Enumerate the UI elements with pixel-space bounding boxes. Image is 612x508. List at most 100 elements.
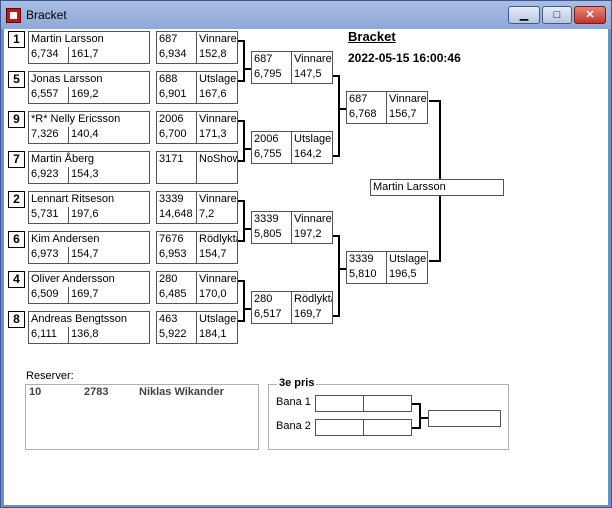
round2-id-field[interactable]: 280 — [251, 291, 292, 308]
player-stat2-field[interactable]: 169,2 — [68, 87, 150, 104]
round3-stat1-field[interactable]: 6,768 — [346, 107, 387, 124]
player-stat2-field[interactable]: 136,8 — [68, 327, 150, 344]
round2-stat1-field[interactable]: 6,795 — [251, 67, 292, 84]
round3-result-field[interactable]: Utslagen — [386, 251, 428, 268]
round1-result-field[interactable]: Vinnare — [196, 271, 238, 288]
player-stat1-field[interactable]: 6,734 — [28, 47, 69, 64]
player-stat2-field[interactable]: 140,4 — [68, 127, 150, 144]
round1-stat1-field[interactable]: 6,953 — [156, 247, 197, 264]
round3-stat1-field[interactable]: 5,810 — [346, 267, 387, 284]
round1-id-field[interactable]: 7676 — [156, 231, 197, 248]
round2-id-field[interactable]: 2006 — [251, 131, 292, 148]
round1-stat2-field[interactable]: 184,1 — [196, 327, 238, 344]
round1-stat2-field[interactable]: 152,8 — [196, 47, 238, 64]
round1-id-field[interactable]: 2006 — [156, 111, 197, 128]
round1-id-field[interactable]: 280 — [156, 271, 197, 288]
round1-result-field[interactable]: Vinnare — [196, 31, 238, 48]
connector-r1-r2 — [238, 40, 251, 82]
player-name-field[interactable]: Andreas Bengtsson — [28, 311, 150, 328]
maximize-button[interactable]: □ — [542, 6, 572, 24]
round3-id-field[interactable]: 687 — [346, 91, 387, 108]
round2-stat2-field[interactable]: 197,2 — [291, 227, 333, 244]
round1-stat1-field[interactable] — [156, 167, 197, 184]
round2-result-field[interactable]: Vinnare — [291, 51, 333, 68]
round1-stat1-field[interactable]: 14,648 — [156, 207, 197, 224]
round2-result-field[interactable]: Vinnare — [291, 211, 333, 228]
round1-stat2-field[interactable]: 171,3 — [196, 127, 238, 144]
round1-stat1-field[interactable]: 5,922 — [156, 327, 197, 344]
third-place-winner-field[interactable] — [428, 410, 501, 427]
round3-stat2-field[interactable]: 156,7 — [386, 107, 428, 124]
round1-id-field[interactable]: 687 — [156, 31, 197, 48]
player-stat1-field[interactable]: 6,923 — [28, 167, 69, 184]
title-bar[interactable]: Bracket ▁ □ ✕ — [1, 1, 611, 29]
round1-result-field[interactable]: NoShow — [196, 151, 238, 168]
player-stat1-field[interactable]: 6,111 — [28, 327, 69, 344]
round1-stat2-field[interactable]: 7,2 — [196, 207, 238, 224]
player-name-field[interactable]: Martin Åberg — [28, 151, 150, 168]
player-stat1-field[interactable]: 6,973 — [28, 247, 69, 264]
round3-stat2-field[interactable]: 196,5 — [386, 267, 428, 284]
round2-stat1-field[interactable]: 5,805 — [251, 227, 292, 244]
round1-stat2-field[interactable]: 167,6 — [196, 87, 238, 104]
round1-id-field[interactable]: 3339 — [156, 191, 197, 208]
seed-number: 9 — [8, 111, 25, 128]
round3-id-field[interactable]: 3339 — [346, 251, 387, 268]
round1-result-field[interactable]: Vinnare — [196, 191, 238, 208]
player-name-field[interactable]: Oliver Andersson — [28, 271, 150, 288]
round1-stat1-field[interactable]: 6,485 — [156, 287, 197, 304]
round2-stat2-field[interactable]: 147,5 — [291, 67, 333, 84]
reserve-name: Niklas Wikander — [139, 386, 224, 398]
round3-result-field[interactable]: Vinnare — [386, 91, 428, 108]
lane2-label: Bana 2 — [276, 420, 311, 432]
bracket-heading: Bracket — [348, 29, 396, 44]
round2-stat1-field[interactable]: 6,755 — [251, 147, 292, 164]
round1-result-field[interactable]: Utslagen — [196, 71, 238, 88]
winner-field[interactable]: Martin Larsson — [370, 179, 504, 196]
round2-stat1-field[interactable]: 6,517 — [251, 307, 292, 324]
round1-stat1-field[interactable]: 6,901 — [156, 87, 197, 104]
minimize-icon: ▁ — [519, 9, 529, 21]
player-name-field[interactable]: Kim Andersen — [28, 231, 150, 248]
lane1-id-field[interactable] — [315, 395, 364, 412]
player-stat1-field[interactable]: 6,557 — [28, 87, 69, 104]
round1-id-field[interactable]: 3171 — [156, 151, 197, 168]
round2-stat2-field[interactable]: 169,7 — [291, 307, 333, 324]
round2-result-field[interactable]: Utslagen — [291, 131, 333, 148]
round2-id-field[interactable]: 687 — [251, 51, 292, 68]
lane2-id-field[interactable] — [315, 419, 364, 436]
round1-stat2-field[interactable] — [196, 167, 238, 184]
player-name-field[interactable]: Lennart Ritseson — [28, 191, 150, 208]
player-stat2-field[interactable]: 169,7 — [68, 287, 150, 304]
round2-result-field[interactable]: Rödlyktan — [291, 291, 333, 308]
seed-number: 1 — [8, 31, 25, 48]
round1-result-field[interactable]: Utslagen — [196, 311, 238, 328]
player-stat2-field[interactable]: 161,7 — [68, 47, 150, 64]
bracket-datetime: 2022-05-15 16:00:46 — [348, 51, 461, 65]
lane2-result-field[interactable] — [363, 419, 412, 436]
round1-result-field[interactable]: Rödlyktan — [196, 231, 238, 248]
round1-stat2-field[interactable]: 154,7 — [196, 247, 238, 264]
player-name-field[interactable]: Martin Larsson — [28, 31, 150, 48]
player-name-field[interactable]: Jonas Larsson — [28, 71, 150, 88]
lane1-result-field[interactable] — [363, 395, 412, 412]
player-stat2-field[interactable]: 154,7 — [68, 247, 150, 264]
player-stat1-field[interactable]: 7,326 — [28, 127, 69, 144]
minimize-button[interactable]: ▁ — [508, 6, 540, 24]
player-stat1-field[interactable]: 6,509 — [28, 287, 69, 304]
player-stat2-field[interactable]: 197,6 — [68, 207, 150, 224]
player-name-field[interactable]: *R* Nelly Ericsson — [28, 111, 150, 128]
round1-stat1-field[interactable]: 6,700 — [156, 127, 197, 144]
round1-stat2-field[interactable]: 170,0 — [196, 287, 238, 304]
round1-id-field[interactable]: 688 — [156, 71, 197, 88]
player-stat2-field[interactable]: 154,3 — [68, 167, 150, 184]
player-stat1-field[interactable]: 5,731 — [28, 207, 69, 224]
round2-stat2-field[interactable]: 164,2 — [291, 147, 333, 164]
lane1-label: Bana 1 — [276, 396, 311, 408]
round1-id-field[interactable]: 463 — [156, 311, 197, 328]
round2-id-field[interactable]: 3339 — [251, 211, 292, 228]
close-button[interactable]: ✕ — [574, 6, 606, 24]
round1-stat1-field[interactable]: 6,934 — [156, 47, 197, 64]
round1-result-field[interactable]: Vinnare — [196, 111, 238, 128]
